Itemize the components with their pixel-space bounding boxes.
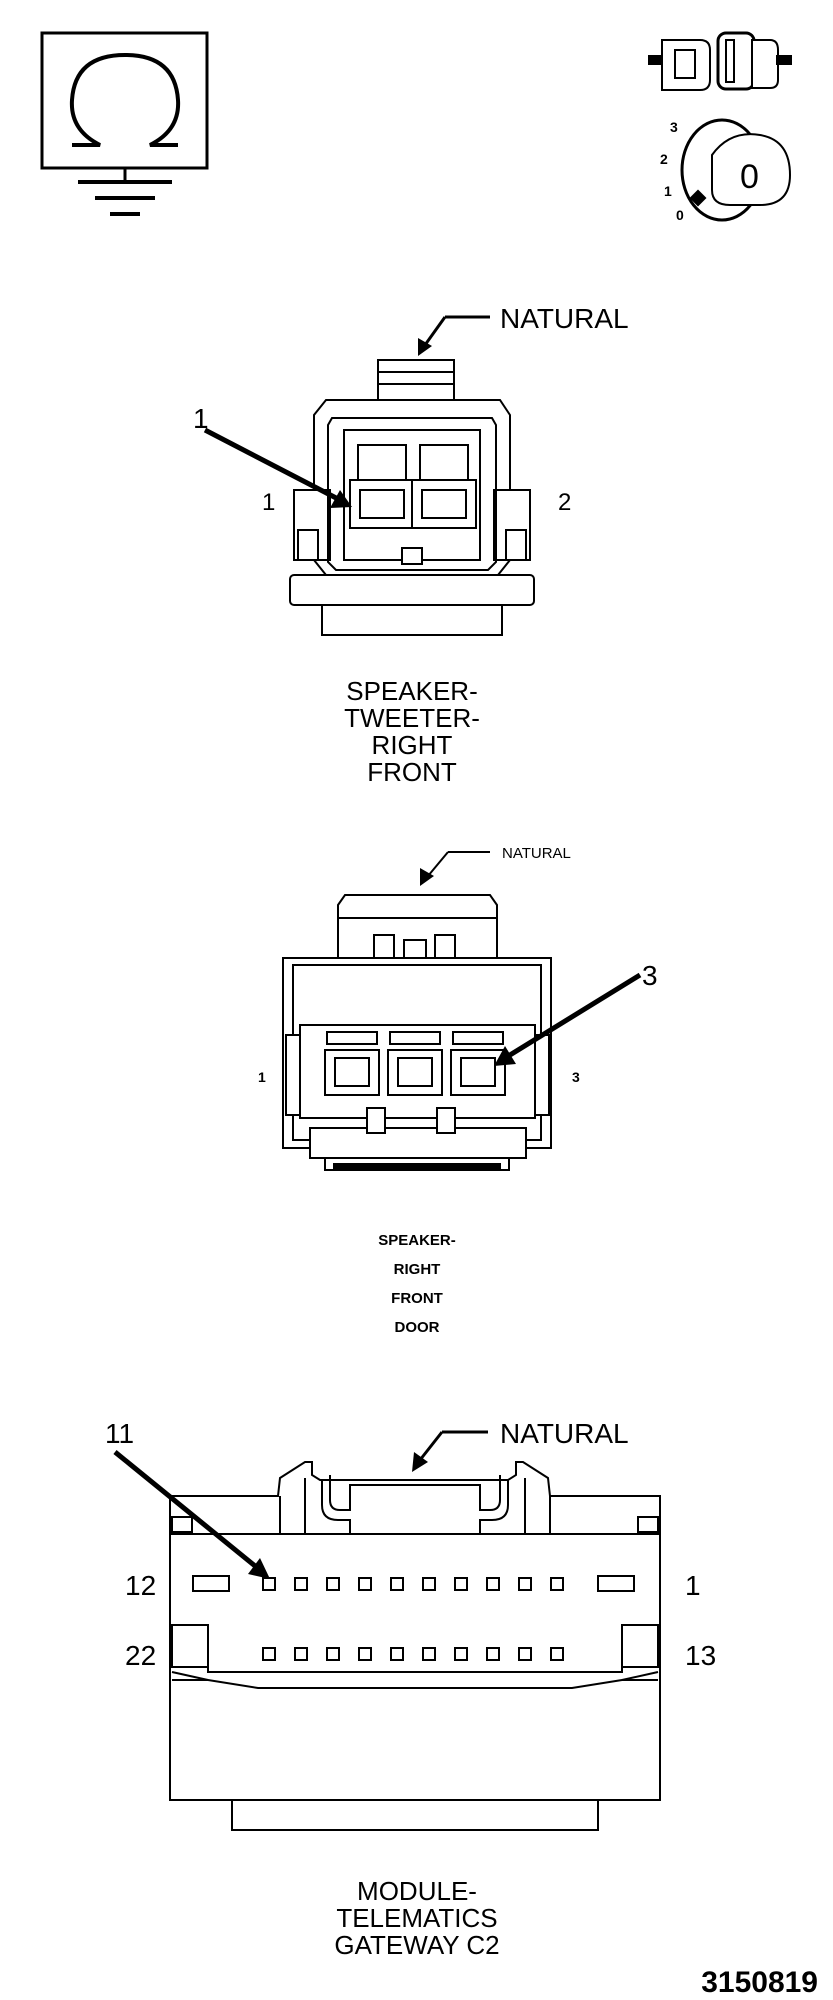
pin-label-left: 12	[125, 1570, 156, 1601]
callout-number: 1	[193, 403, 209, 434]
svg-text:1: 1	[664, 183, 672, 199]
svg-text:0: 0	[740, 158, 759, 196]
svg-text:3: 3	[670, 119, 678, 135]
callout-number: 11	[105, 1418, 134, 1449]
connector-title-line: SPEAKER-	[346, 676, 478, 706]
ignition-switch-icon: 3 2 1 0 0	[660, 118, 792, 223]
connector-title-line: GATEWAY C2	[334, 1930, 499, 1960]
pin-label-right: 2	[558, 489, 571, 516]
connector-title-line: FRONT	[391, 1290, 443, 1307]
connector-title-line: SPEAKER-	[378, 1232, 456, 1249]
pin-row-bottom	[262, 1647, 564, 1661]
pin-label-right: 13	[685, 1640, 716, 1671]
connector-telematics-gateway: NATURAL	[105, 1418, 716, 1960]
connector-title-line: DOOR	[395, 1319, 440, 1336]
color-label: NATURAL	[502, 845, 571, 862]
color-label: NATURAL	[500, 1418, 629, 1449]
color-label: NATURAL	[500, 303, 629, 334]
figure-number: 3150819	[701, 1966, 818, 1999]
pin-label-left: 22	[125, 1640, 156, 1671]
connector-title-line: FRONT	[367, 757, 457, 787]
connector-title-line: TELEMATICS	[336, 1903, 497, 1933]
connector-title-line: MODULE-	[357, 1876, 477, 1906]
connector-speaker-tweeter: NATURAL 1 1 2 SPEAKER- TWEETER- RIGHT	[193, 303, 629, 787]
pin-label-left: 1	[262, 489, 275, 516]
connector-speaker-door: NATURAL 3 1 3 SPEAKER- RI	[258, 845, 658, 1336]
connector-title-line: TWEETER-	[344, 703, 480, 733]
callout-number: 3	[642, 960, 658, 991]
svg-text:0: 0	[676, 207, 684, 223]
connector-title-line: RIGHT	[394, 1261, 441, 1278]
svg-text:2: 2	[660, 151, 668, 167]
connector-title-line: RIGHT	[372, 730, 453, 760]
pin-label-right: 1	[685, 1570, 701, 1601]
inline-connector-icon	[648, 31, 792, 91]
pin-label-left: 1	[258, 1069, 266, 1085]
ground-symbol-icon	[40, 31, 209, 216]
pin-row-top	[262, 1577, 564, 1591]
pin-label-right: 3	[572, 1069, 580, 1085]
